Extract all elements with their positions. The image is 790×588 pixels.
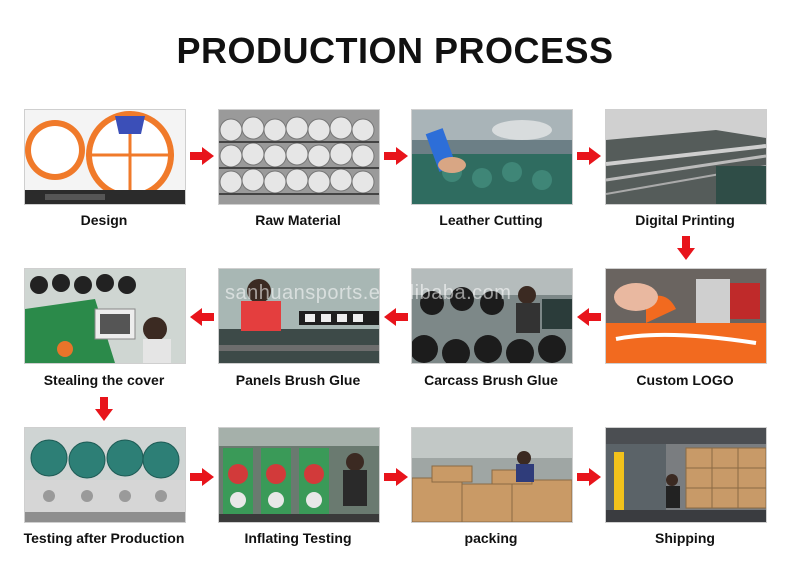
step-label-stealing-the-cover: Stealing the cover [43,372,165,388]
arrow-right-icon [577,147,601,165]
step-label-digital-printing: Digital Printing [635,212,735,228]
step-label-carcass-brush-glue: Carcass Brush Glue [424,372,558,388]
arrow-left-icon [190,308,214,326]
step-label-custom-logo: Custom LOGO [636,372,734,388]
step-label-shipping: Shipping [655,530,715,546]
arrow-right-icon [384,147,408,165]
page-title: PRODUCTION PROCESS [176,30,614,71]
step-label-packing: packing [464,530,518,546]
photo-digital-printing [605,109,767,205]
arrow-down-icon [95,397,113,421]
step-label-testing-after-production: Testing after Production [23,530,185,546]
photo-panels-brush-glue [218,268,380,364]
arrow-right-icon [384,468,408,486]
photo-raw-material [218,109,380,205]
photo-inflating-testing [218,427,380,523]
photo-shipping [605,427,767,523]
arrow-right-icon [190,468,214,486]
arrow-left-icon [384,308,408,326]
step-label-raw-material: Raw Material [255,212,341,228]
photo-leather-cutting [411,109,573,205]
arrow-down-icon [677,236,695,260]
step-label-leather-cutting: Leather Cutting [439,212,543,228]
step-label-panels-brush-glue: Panels Brush Glue [235,372,361,388]
arrow-left-icon [577,308,601,326]
arrow-right-icon [190,147,214,165]
step-label-design: Design [80,212,128,228]
step-label-inflating-testing: Inflating Testing [244,530,352,546]
watermark: sanhuansports.en.alibaba.com [225,282,512,304]
photo-carcass-brush-glue [411,268,573,364]
arrow-right-icon [577,468,601,486]
photo-design [24,109,186,205]
photo-custom-logo [605,268,767,364]
photo-stealing-the-cover [24,268,186,364]
photo-packing [411,427,573,523]
photo-testing-after-production [24,427,186,523]
